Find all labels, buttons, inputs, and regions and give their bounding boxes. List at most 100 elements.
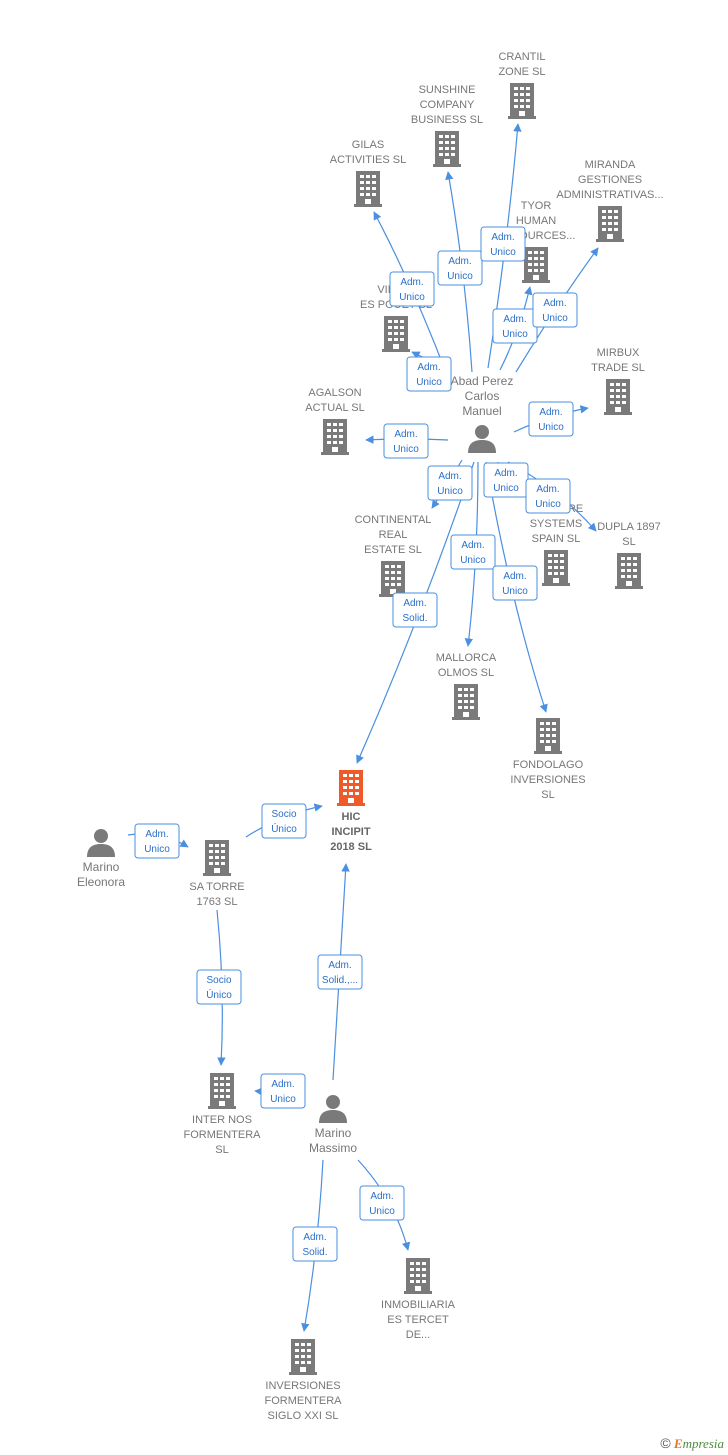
brand-initial: E (673, 1436, 683, 1451)
edge-label-box (427, 465, 473, 501)
node-label: ESTATE SL (364, 544, 422, 556)
edge-label-text: Unico (542, 313, 568, 324)
edge-label-marino_e-to-satorre[interactable]: Adm.Unico (134, 823, 180, 859)
edge-label-abad-to-mallorca[interactable]: Adm. Unico (450, 534, 496, 570)
edge-label-text: Único (206, 988, 232, 1001)
edge-label-abad-to-dupla[interactable]: Adm. Unico (525, 478, 571, 514)
edge-label-box (292, 1226, 338, 1262)
person-icon (468, 425, 496, 453)
node-label: Carlos (465, 389, 500, 403)
node-label: INVERSIONES (510, 774, 585, 786)
node-label: Massimo (309, 1141, 357, 1155)
node-label: TRADE SL (591, 362, 645, 374)
node-crantil[interactable]: CRANTIL ZONE SL (498, 51, 546, 119)
node-label: CRANTIL (498, 51, 545, 63)
empresia-watermark: © Empresia (660, 1435, 724, 1452)
edge-label-box (437, 250, 483, 286)
node-label: FONDOLAGO (513, 759, 584, 771)
edge-label-marino_m-to-inmobiliaria[interactable]: Adm.Unico (359, 1185, 405, 1221)
edge-label-abad-to-continental[interactable]: Adm.Unico (427, 465, 473, 501)
node-label: 2018 SL (330, 841, 372, 853)
edge-label-box (261, 803, 307, 839)
company-icon (542, 550, 570, 586)
node-label: ACTUAL SL (305, 402, 365, 414)
edge-label-box (134, 823, 180, 859)
node-label: ZONE SL (498, 66, 545, 78)
edge-label-text: Unico (502, 586, 528, 597)
edge-label-abad-to-sunshine[interactable]: Adm.Unico (437, 250, 483, 286)
edge-label-abad-to-hic[interactable]: Adm.Solid. (392, 592, 438, 628)
company-icon (596, 206, 624, 242)
node-label: REAL (379, 529, 408, 541)
node-label: FORMENTERA (184, 1129, 262, 1141)
company-icon (522, 247, 550, 283)
company-icon (208, 1073, 236, 1109)
edge-label-abad-to-miranda[interactable]: Adm.Unico (532, 292, 578, 328)
edge-label-text: Adm. (271, 1079, 294, 1090)
edge-label-text: Unico (535, 499, 561, 510)
edge-label-abad-to-mirbux[interactable]: Adm.Unico (528, 401, 574, 437)
edge-label-text: Adm. (503, 571, 526, 582)
node-label: INCIPIT (331, 826, 370, 838)
company-icon (604, 379, 632, 415)
node-label: CONTINENTAL (355, 514, 432, 526)
edge-label-marino_m-to-hic[interactable]: Adm.Solid.,... (317, 954, 363, 990)
node-label: SL (622, 536, 635, 548)
edge-label-abad-to-fondolago[interactable]: Adm. Unico (492, 565, 538, 601)
edge-label-text: Solid. (402, 613, 427, 624)
edge-label-text: Unico (538, 422, 564, 433)
edge-label-abad-to-gilas[interactable]: Adm.Unico (389, 271, 435, 307)
edge-label-text: Socio (206, 975, 231, 986)
node-continental[interactable]: CONTINENTAL REAL ESTATE SL (355, 514, 432, 597)
node-label: Eleonora (77, 875, 125, 889)
edge-label-box (528, 401, 574, 437)
edge-label-abad-to-crantil[interactable]: Adm.Unico (480, 226, 526, 262)
edge-label-box (480, 226, 526, 262)
edge-label-abad-to-tyor[interactable]: Adm.Unico (492, 308, 538, 344)
node-label: MIRANDA (585, 159, 636, 171)
node-label: Marino (315, 1126, 352, 1140)
edge-label-text: Adm. (448, 256, 471, 267)
node-label: 1763 SL (197, 896, 238, 908)
edge-label-text: Unico (460, 555, 486, 566)
edge-label-marino_m-to-inversiones[interactable]: Adm.Solid. (292, 1226, 338, 1262)
edge-label-box (525, 478, 571, 514)
node-label: HUMAN (516, 215, 556, 227)
edge-label-marino_m-to-internos[interactable]: Adm. Unico (260, 1073, 306, 1109)
edge-label-abad-to-agalson[interactable]: Adm.Unico (383, 423, 429, 459)
edge-label-text: Unico (437, 486, 463, 497)
company-icon (404, 1258, 432, 1294)
edge-label-text: Adm. (536, 484, 559, 495)
edge-label-abad-to-ravware[interactable]: Adm.Unico (483, 462, 529, 498)
edge-label-text: Unico (270, 1094, 296, 1105)
edge-label-box (196, 969, 242, 1005)
node-label: SYSTEMS (530, 518, 583, 530)
node-label: COMPANY (420, 99, 475, 111)
node-label: INVERSIONES (265, 1380, 340, 1392)
person-icon (319, 1095, 347, 1123)
edge-label-text: Adm. (461, 540, 484, 551)
edge-label-abad-to-villas[interactable]: Adm.Unico (406, 356, 452, 392)
edge-label-text: Unico (393, 444, 419, 455)
node-miranda[interactable]: MIRANDAGESTIONESADMINISTRATIVAS... (556, 159, 664, 242)
focus-company-icon (337, 770, 365, 806)
